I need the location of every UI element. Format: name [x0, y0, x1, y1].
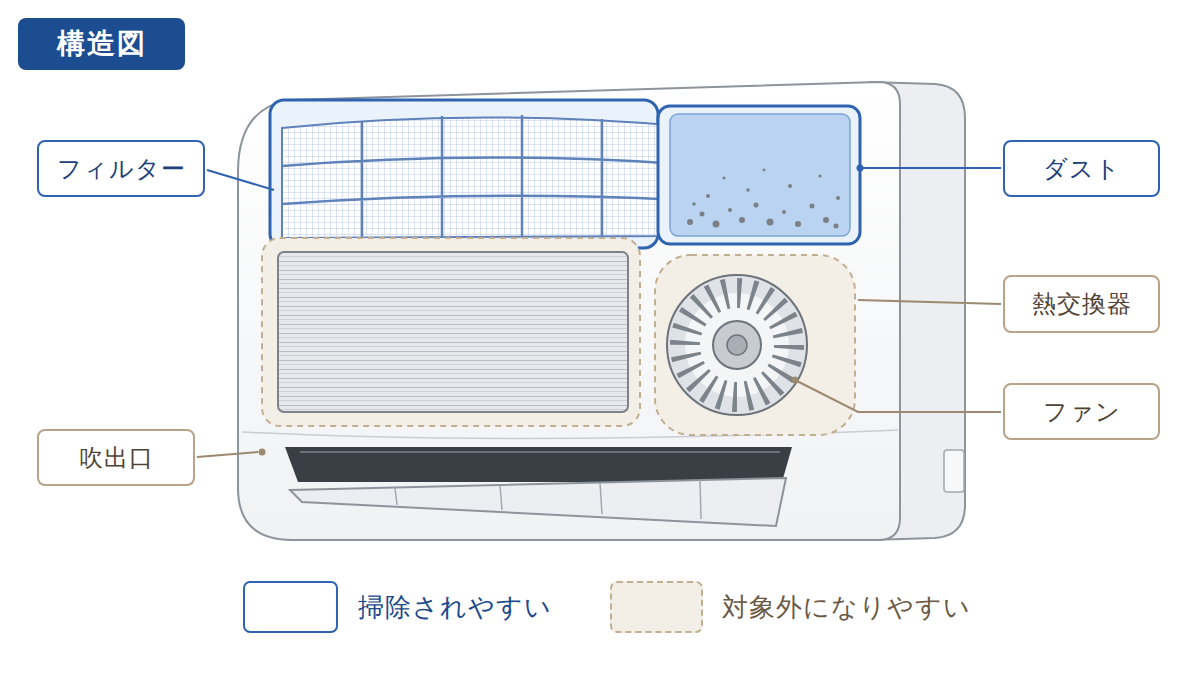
legend-swatch — [610, 581, 703, 633]
label-box: ファン — [1003, 383, 1160, 440]
title-tag: 構造図 — [18, 18, 185, 70]
part-label: 熱交換器 — [1032, 288, 1132, 320]
part-label: ダスト — [1043, 153, 1121, 185]
part-label: フィルター — [57, 153, 186, 185]
label-box: 熱交換器 — [1003, 275, 1160, 333]
legend-label: 掃除されやすい — [358, 590, 552, 625]
label-box: ダスト — [1003, 140, 1160, 197]
legend-swatch — [243, 581, 338, 633]
label-box: 吹出口 — [37, 429, 195, 486]
label-box: フィルター — [37, 140, 205, 197]
part-label: ファン — [1043, 396, 1121, 428]
part-label: 吹出口 — [79, 442, 154, 474]
legend-label: 対象外になりやすい — [722, 590, 971, 625]
